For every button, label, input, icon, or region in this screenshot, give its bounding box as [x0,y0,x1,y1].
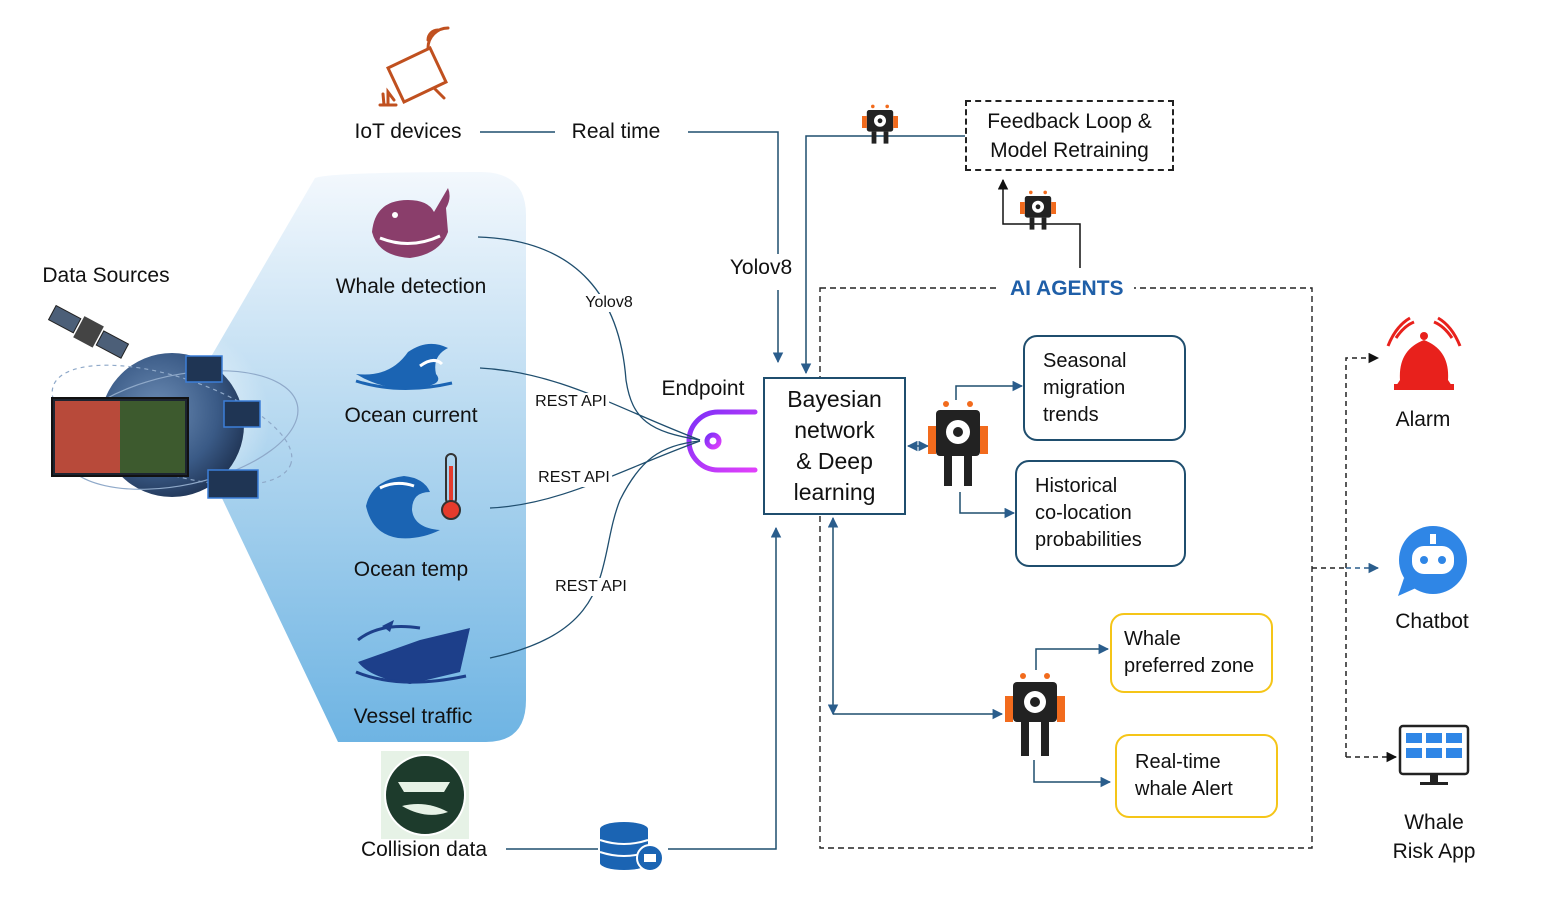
robot-agent-icon [1005,673,1065,756]
whale-detection-connector [477,236,701,441]
chatbot-label: Chatbot [1395,610,1469,633]
feedback-loop-box: Feedback Loop & Model Retraining [965,100,1174,171]
vessel-icon [355,620,470,684]
endpoint-icon [686,409,758,473]
realtime-alert-box: Real-time whale Alert [1115,734,1278,818]
endpoint-label: Endpoint [661,377,745,400]
source-label-vessel-traffic: Vessel traffic [353,705,473,728]
agent1-to-seasonal-arrow [955,380,1024,400]
monitor-dashboard-icon [1398,724,1470,785]
feedback-to-bayesian-arrow [800,135,965,375]
app-label-line: Whale [1404,811,1464,834]
bayesian-network-box: Bayesian network & Deep learning [763,377,906,515]
earth-satellite-illustration [47,304,299,515]
bayesian-line: network [794,417,875,443]
whale-icon [372,188,450,258]
preferred-zone-box: Whale preferred zone [1110,613,1273,693]
seasonal-migration-box: Seasonal migration trends [1023,335,1186,441]
connector-label-rest-api: REST API [536,469,612,487]
chatbot-icon [1398,526,1467,596]
database-to-bayesian-arrow [668,526,782,850]
robot-agent-icon [862,104,898,144]
data-sources-panel [180,172,526,742]
source-label-ocean-temp: Ocean temp [353,558,469,581]
robot-agent-icon [1020,190,1056,230]
connector-label-rest-api: REST API [553,578,629,596]
iot-camera-icon [378,26,450,107]
database-icon [599,822,664,872]
robot-agent-icon [928,401,988,486]
data-sources-label: Data Sources [42,264,170,287]
bayesian-line: Bayesian [787,386,882,412]
source-label-whale-detection: Whale detection [335,275,487,298]
vessel-traffic-connector [489,440,701,659]
source-label-ocean-current: Ocean current [344,404,478,427]
yolov8-main-label: Yolov8 [729,256,793,279]
agent3-to-alert-arrow [1033,760,1112,788]
feedback-line: Feedback Loop & [987,109,1152,133]
app-label-line: Risk App [1392,840,1476,863]
agent3-to-preferred-zone-arrow [1035,643,1110,670]
box-line: Historical [1035,475,1118,497]
box-line: migration [1043,376,1126,399]
ocean-wave-icon [355,343,453,390]
alarm-label: Alarm [1395,408,1451,431]
agent1-to-historical-arrow [959,492,1016,519]
collision-whale-ship-icon [381,751,469,839]
box-line: Real-time [1135,751,1221,773]
box-line: co-location [1035,502,1132,524]
box-line: Seasonal [1043,349,1127,372]
box-line: trends [1043,403,1099,426]
realtime-label: Real time [571,120,661,143]
box-line: preferred zone [1124,655,1255,677]
collision-data-label: Collision data [360,838,488,861]
historical-colocation-box: Historical co-location probabilities [1015,460,1186,567]
connector-label-yolov8: Yolov8 [583,294,635,312]
whale-risk-app-label: Whale Risk App [1393,808,1476,866]
bayesian-line: & Deep [796,448,873,474]
output-to-alarm-arrow [1345,352,1380,757]
feedback-line: Model Retraining [990,138,1149,162]
iot-devices-label: IoT devices [354,120,462,143]
agent-to-feedback-arrow [997,178,1081,268]
bayesian-line: learning [793,479,876,505]
ocean-temp-icon [366,453,461,539]
box-line: Whale [1124,628,1181,650]
box-line: whale Alert [1135,778,1233,800]
realtime-line [688,131,779,254]
connector-label-rest-api: REST API [533,393,609,411]
box-line: probabilities [1035,529,1142,551]
alarm-bell-icon [1386,316,1462,390]
ai-agents-title: AI AGENTS [1000,277,1134,301]
